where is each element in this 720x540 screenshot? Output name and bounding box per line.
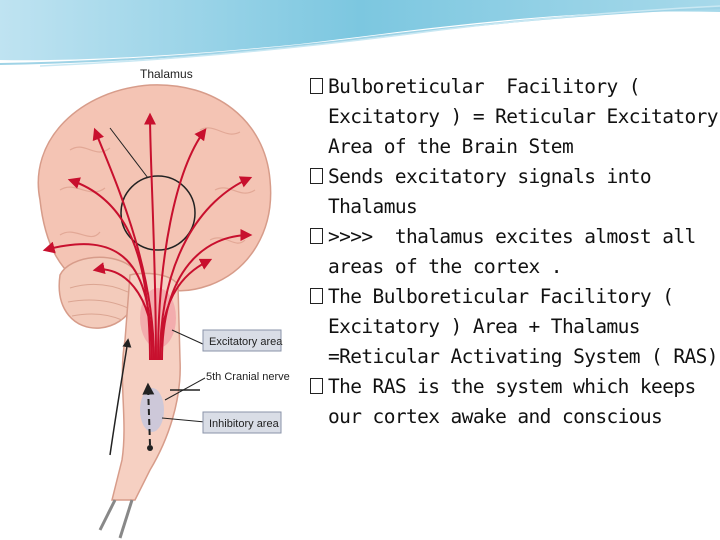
thalamus-circle (120, 175, 196, 251)
bullet-box-icon (310, 168, 323, 184)
bullet-item: The RAS is the system which keeps our co… (310, 372, 720, 432)
cranial-nerve-label-group: 5th Cranial nerve (206, 371, 290, 383)
bullet-item: Sends excitatory signals into Thalamus (310, 162, 720, 222)
inhibitory-area-label-box: Inhibitory area (202, 411, 282, 434)
bullet-list: Bulboreticular Facilitory ( Excitatory )… (310, 72, 720, 432)
bullet-box-icon (310, 228, 323, 244)
bullet-item: The Bulboreticular Facilitory ( Excitato… (310, 282, 720, 372)
header-swoosh (0, 0, 720, 67)
cranial-nerve-label: 5th Cranial nerve (206, 371, 290, 383)
bullet-box-icon (310, 378, 323, 394)
bullet-item: >>>> thalamus excites almost all areas o… (310, 222, 720, 282)
thalamus-label: Thalamus (140, 67, 193, 81)
brain-diagram: Thalamus Excitatory area 5th Cranial ner… (37, 67, 290, 539)
bullet-box-icon (310, 78, 323, 94)
inhibitory-area-label: Inhibitory area (209, 418, 280, 430)
bullet-item: Bulboreticular Facilitory ( Excitatory )… (310, 72, 720, 162)
inhibitory-area-highlight (140, 388, 164, 432)
excitatory-area-label: Excitatory area (209, 336, 283, 348)
excitatory-area-label-box: Excitatory area (202, 329, 283, 352)
bullet-box-icon (310, 288, 323, 304)
